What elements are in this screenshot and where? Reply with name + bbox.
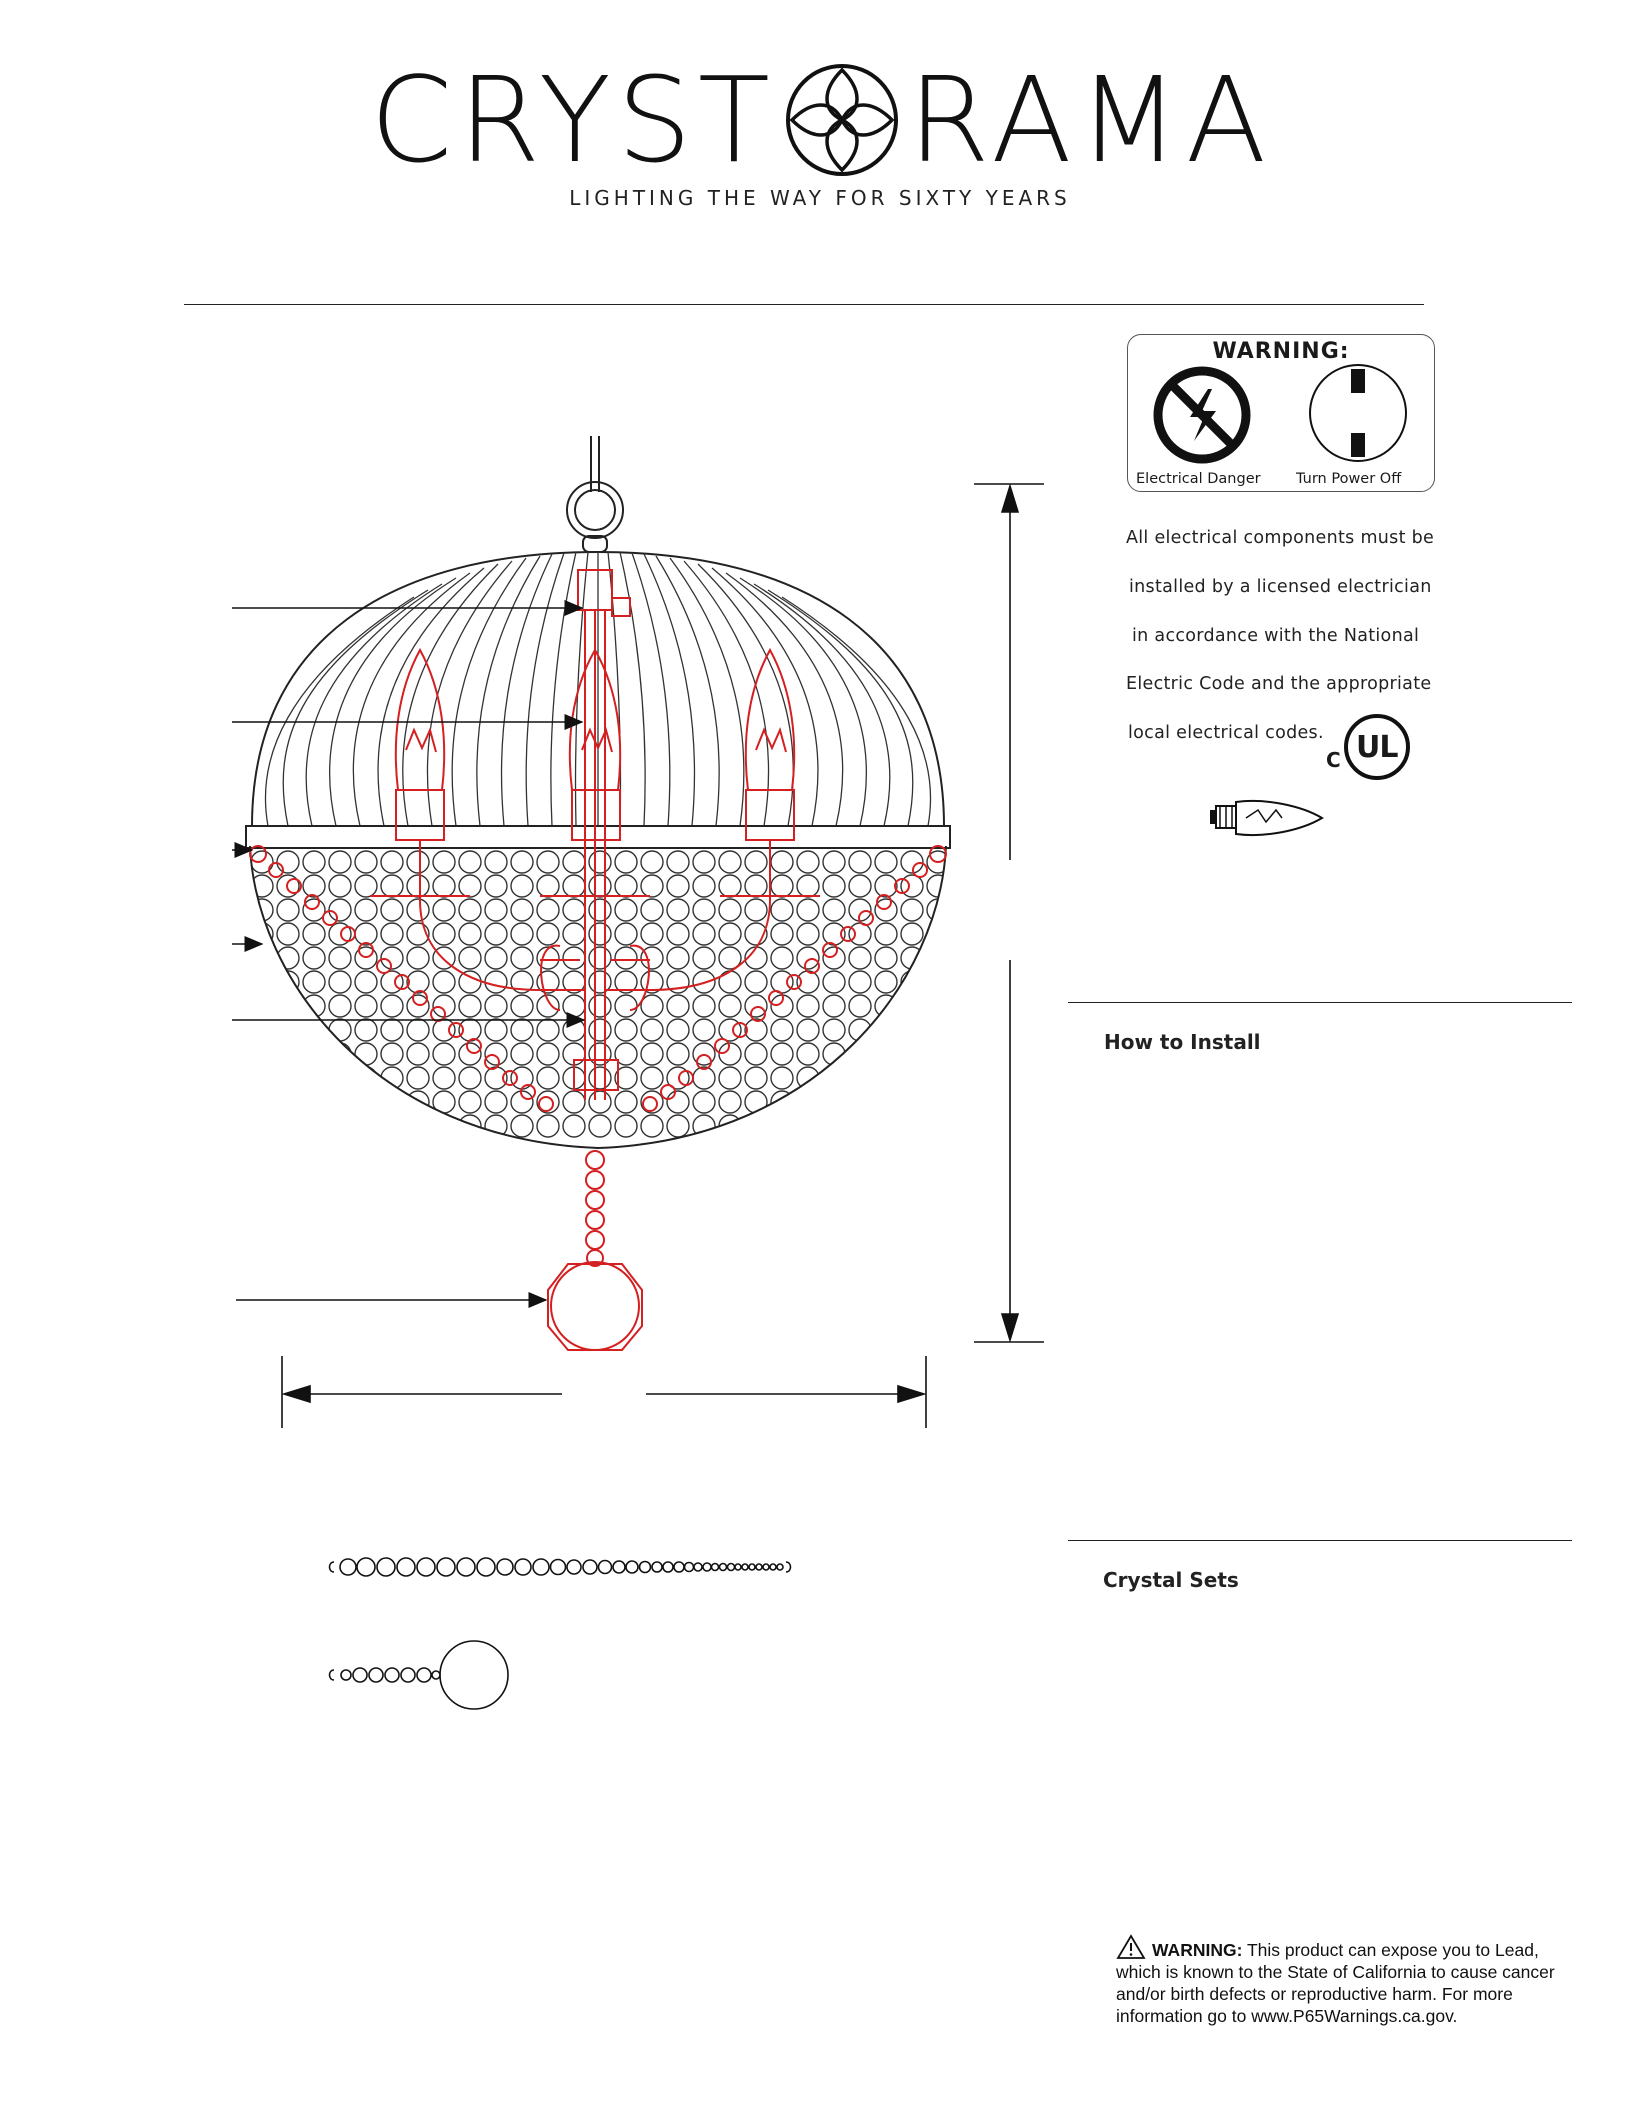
dome-shade: [245, 550, 951, 849]
height-dimension: [974, 483, 1044, 1343]
brand-tagline: LIGHTING THE WAY FOR SIXTY YEARS: [569, 186, 1071, 210]
ul-prefix: C: [1326, 748, 1341, 772]
crystal-section-divider: [1068, 1540, 1572, 1541]
internal-frame-red: [249, 569, 947, 1351]
crystal-section-title: Crystal Sets: [1103, 1568, 1239, 1592]
no-electricity-icon: [1153, 366, 1251, 464]
chandelier-diagram: [232, 436, 1044, 1428]
prop65-label: WARNING:: [1152, 1940, 1243, 1960]
width-dimension: [281, 1356, 927, 1428]
candelabra-bulb-icon: [1210, 799, 1324, 837]
hanging-loop: [566, 436, 624, 553]
warning-title: WARNING:: [1212, 339, 1350, 364]
crystal-set-pendant-diagram: [328, 1640, 509, 1710]
notice-line-1: All electrical components must be: [1126, 528, 1435, 548]
brand-emblem-icon: [785, 64, 898, 176]
electrical-danger-caption: Electrical Danger: [1136, 471, 1261, 487]
power-off-icon: [1309, 364, 1407, 462]
notice-line-3: in accordance with the National: [1132, 626, 1420, 646]
install-section-title: How to Install: [1104, 1030, 1261, 1054]
beaded-bowl: [250, 850, 946, 1138]
ul-circle-icon: [1344, 714, 1410, 780]
notice-line-5: local electrical codes.: [1128, 723, 1324, 743]
bowl-outline: [249, 845, 947, 1150]
brand-name-right: RAMA: [907, 51, 1273, 189]
crystal-set-strand-diagram: [328, 1557, 792, 1577]
ul-letters: UL: [1356, 730, 1398, 765]
header-divider: [184, 304, 1424, 305]
brand-logo: CRYST RAMA: [370, 60, 1272, 180]
electrical-warning-box: WARNING: Electrical Danger Turn Power Of…: [1127, 334, 1435, 492]
brand-name-left: CRYST: [370, 51, 776, 189]
ul-certification-mark: C UL: [1324, 712, 1424, 792]
callout-arrows: [232, 600, 586, 1308]
warning-triangle-icon: [1116, 1934, 1146, 1959]
turn-power-off-caption: Turn Power Off: [1296, 471, 1402, 487]
notice-line-4: Electric Code and the appropriate: [1126, 674, 1432, 694]
install-section-divider: [1068, 1002, 1572, 1003]
prop65-warning: WARNING: This product can expose you to …: [1116, 1934, 1586, 2027]
notice-line-2: installed by a licensed electrician: [1129, 577, 1432, 597]
prop65-text: This product can expose you to Lead, whi…: [1116, 1940, 1555, 2026]
